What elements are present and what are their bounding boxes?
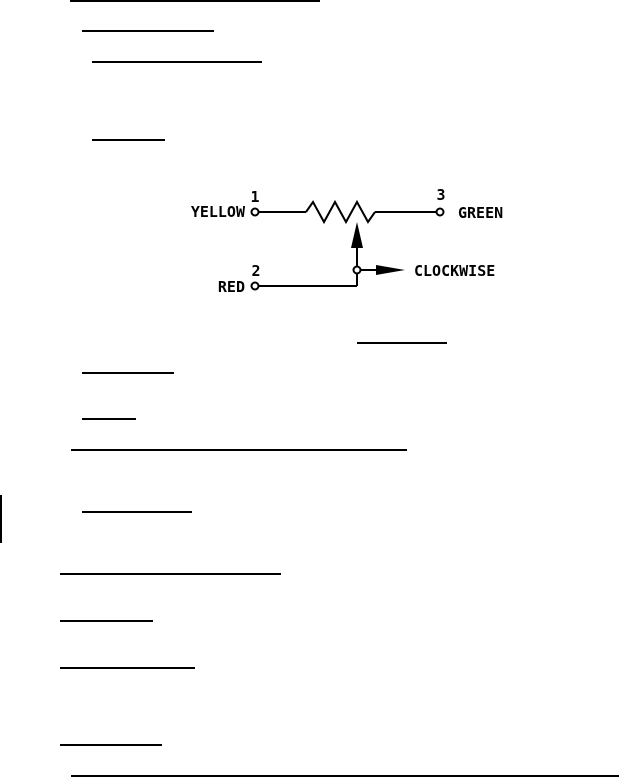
wiper-arrowhead bbox=[351, 222, 363, 248]
terminal-3-label: GREEN bbox=[458, 204, 503, 222]
terminal-1-label: YELLOW bbox=[191, 203, 246, 221]
blank-line-3 bbox=[92, 61, 262, 63]
blank-line-11 bbox=[60, 620, 153, 622]
resistor-symbol bbox=[305, 199, 376, 225]
left-margin-bar bbox=[0, 495, 2, 543]
blank-line-10 bbox=[60, 573, 281, 575]
terminal-1-number: 1 bbox=[250, 188, 259, 206]
terminal-2-number: 2 bbox=[251, 262, 260, 280]
blank-line-9 bbox=[82, 511, 192, 513]
blank-line-2 bbox=[82, 30, 214, 32]
blank-line-8 bbox=[71, 449, 407, 451]
blank-line-5 bbox=[357, 342, 447, 344]
wiper-junction-circle bbox=[352, 265, 362, 275]
blank-line-1 bbox=[70, 0, 320, 2]
blank-line-4 bbox=[92, 139, 165, 141]
blank-line-14 bbox=[71, 775, 619, 777]
terminal-1-circle bbox=[250, 207, 260, 217]
blank-line-12 bbox=[60, 667, 195, 669]
terminal-3-circle bbox=[435, 207, 445, 217]
terminal-3-number: 3 bbox=[436, 186, 445, 204]
blank-line-13 bbox=[60, 744, 162, 746]
terminal-2-circle bbox=[250, 281, 260, 291]
blank-line-7 bbox=[82, 418, 136, 420]
clockwise-label: CLOCKWISE bbox=[414, 262, 495, 280]
clockwise-arrowhead bbox=[376, 265, 405, 275]
blank-line-6 bbox=[82, 372, 174, 374]
terminal-2-label: RED bbox=[218, 278, 245, 296]
